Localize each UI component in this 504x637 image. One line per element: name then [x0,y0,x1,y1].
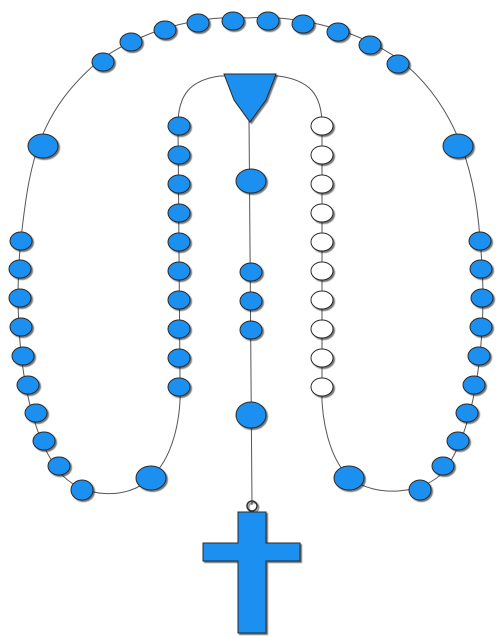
pendant-large-bead [235,168,267,194]
outer-loop-large-bead [442,133,474,159]
left-decade-bead [167,290,191,310]
outer-loop-bead [469,317,493,337]
left-decade-bead [167,232,191,252]
outer-loop-large-bead [135,465,167,491]
outer-loop-bead [9,231,33,251]
outer-loop-bead [469,259,493,279]
left-decade-bead [167,203,191,223]
rosary-medal [223,73,277,123]
right-decade-bead [310,145,334,165]
outer-loop-bead [119,32,143,52]
outer-loop-bead [326,22,350,42]
outer-loop-bead [153,20,177,40]
outer-loop-bead [11,346,35,366]
right-decade-bead [310,290,334,310]
cross-icon [202,511,301,634]
outer-loop-bead [468,231,492,251]
outer-loop-bead [47,456,71,476]
outer-loop-bead [16,375,40,395]
crucifix [202,500,301,634]
left-decade-bead [167,348,191,368]
outer-loop-bead [32,431,56,451]
outer-loop-large-bead [27,133,59,159]
outer-loop-bead [470,288,494,308]
outer-loop-bead [8,288,32,308]
outer-loop-bead [8,259,32,279]
left-decade-bead [167,319,191,339]
right-decade-bead [310,348,334,368]
left-decade-bead [167,145,191,165]
outer-loop-large-bead [333,465,365,491]
outer-loop-bead [91,52,115,72]
pendant-bead [239,262,263,282]
crucifix-loop [246,500,258,512]
right-decade-bead [310,174,334,194]
pendant-bead [239,320,263,340]
outer-loop-bead [70,479,94,501]
outer-loop-bead [221,11,245,31]
right-decade-bead [310,319,334,339]
right-decade-bead [310,232,334,252]
pendant-large-bead [235,401,267,429]
outer-loop-bead [431,456,455,476]
right-decade-bead [310,203,334,223]
left-decade-bead [167,116,191,136]
outer-loop-bead [467,346,491,366]
inner-cord [149,75,351,479]
pendant-bead [239,291,263,311]
right-decade-bead [310,261,334,281]
right-decade-bead [310,116,334,136]
rosary-beads [8,11,494,501]
outer-loop-bead [256,11,280,31]
left-decade-bead [167,174,191,194]
outer-loop-bead [386,54,410,74]
left-decade-bead [167,261,191,281]
outer-loop-bead [9,317,33,337]
right-decade-bead [310,377,334,397]
outer-loop-bead [24,403,48,423]
outer-loop-bead [446,431,470,451]
left-decade-bead [167,377,191,397]
outer-loop-bead [186,13,210,33]
outer-loop-bead [408,479,432,501]
outer-loop-bead [462,375,486,395]
outer-loop-bead [291,14,315,34]
outer-loop-bead [358,35,382,55]
outer-loop-bead [455,403,479,423]
